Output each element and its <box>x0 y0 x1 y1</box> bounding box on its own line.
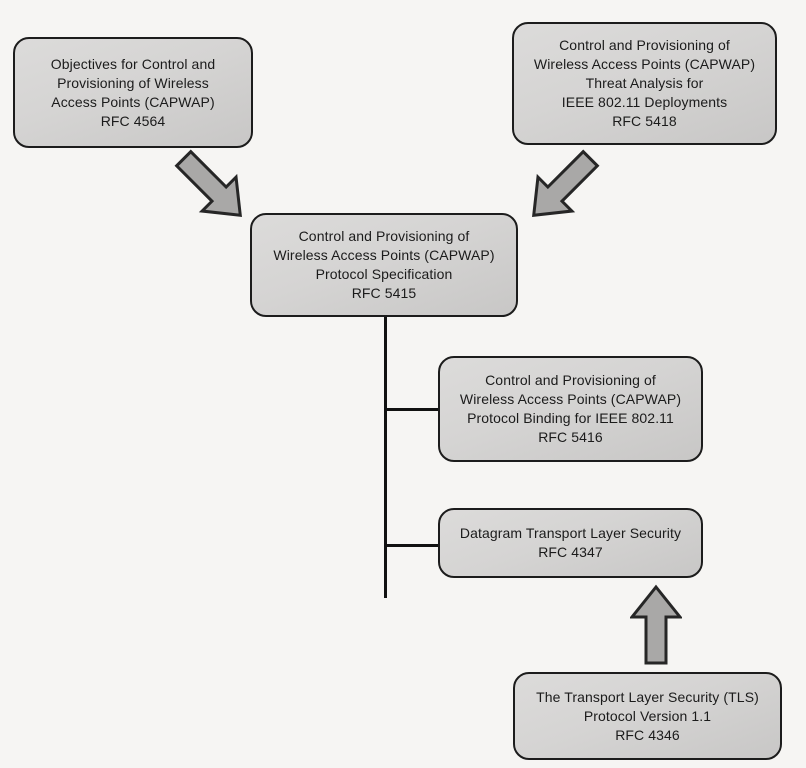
node-rfc-4347: Datagram Transport Layer Security RFC 43… <box>438 508 703 578</box>
node-text-line: Control and Provisioning of <box>485 372 656 388</box>
node-text-line: Wireless Access Points (CAPWAP) <box>273 247 495 263</box>
arrow-rfc5418-to-rfc5415-icon <box>532 149 600 217</box>
node-text-line: Objectives for Control and <box>50 55 216 72</box>
node-text-line: RFC 5418 <box>612 113 677 129</box>
connector-vertical-line <box>384 317 387 598</box>
node-rfc-5416: Control and Provisioning of Wireless Acc… <box>438 356 703 462</box>
node-text-line: Threat Analysis for <box>585 75 704 91</box>
node-text-line: RFC 4564 <box>100 112 166 129</box>
arrow-rfc4346-to-rfc4347-icon <box>630 584 682 665</box>
connector-branch-to-rfc4347 <box>385 544 438 547</box>
arrow-rfc4564-to-rfc5415-icon <box>174 149 242 217</box>
node-text-line: IEEE 802.11 Deployments <box>561 94 728 110</box>
node-text-line: Control and Provisioning of <box>559 37 730 53</box>
node-rfc-4564: Objectives for Control and Provisioning … <box>13 37 253 148</box>
node-text-line: Protocol Binding for IEEE 802.11 <box>467 410 674 426</box>
node-text-line: RFC 4347 <box>538 544 603 560</box>
node-text-line: Provisioning of Wireless <box>57 74 209 91</box>
node-text-line: Access Points (CAPWAP) <box>51 93 215 110</box>
node-text-line: Protocol Specification <box>315 266 453 282</box>
node-rfc-5415: Control and Provisioning of Wireless Acc… <box>250 213 518 317</box>
node-text-line: The Transport Layer Security (TLS) <box>536 688 759 705</box>
connector-branch-to-rfc5416 <box>385 408 438 411</box>
node-rfc-5418: Control and Provisioning of Wireless Acc… <box>512 22 777 145</box>
node-text-line: RFC 5416 <box>538 429 603 445</box>
node-text-line: Wireless Access Points (CAPWAP) <box>533 56 756 72</box>
node-text-line: Control and Provisioning of <box>298 228 470 244</box>
node-text-line: Protocol Version 1.1 <box>583 707 712 724</box>
node-rfc-4346: The Transport Layer Security (TLS) Proto… <box>513 672 782 760</box>
node-text-line: Datagram Transport Layer Security <box>459 525 682 541</box>
node-text-line: RFC 5415 <box>351 285 417 301</box>
node-text-line: RFC 4346 <box>615 726 680 743</box>
node-text-line: Wireless Access Points (CAPWAP) <box>459 391 682 407</box>
